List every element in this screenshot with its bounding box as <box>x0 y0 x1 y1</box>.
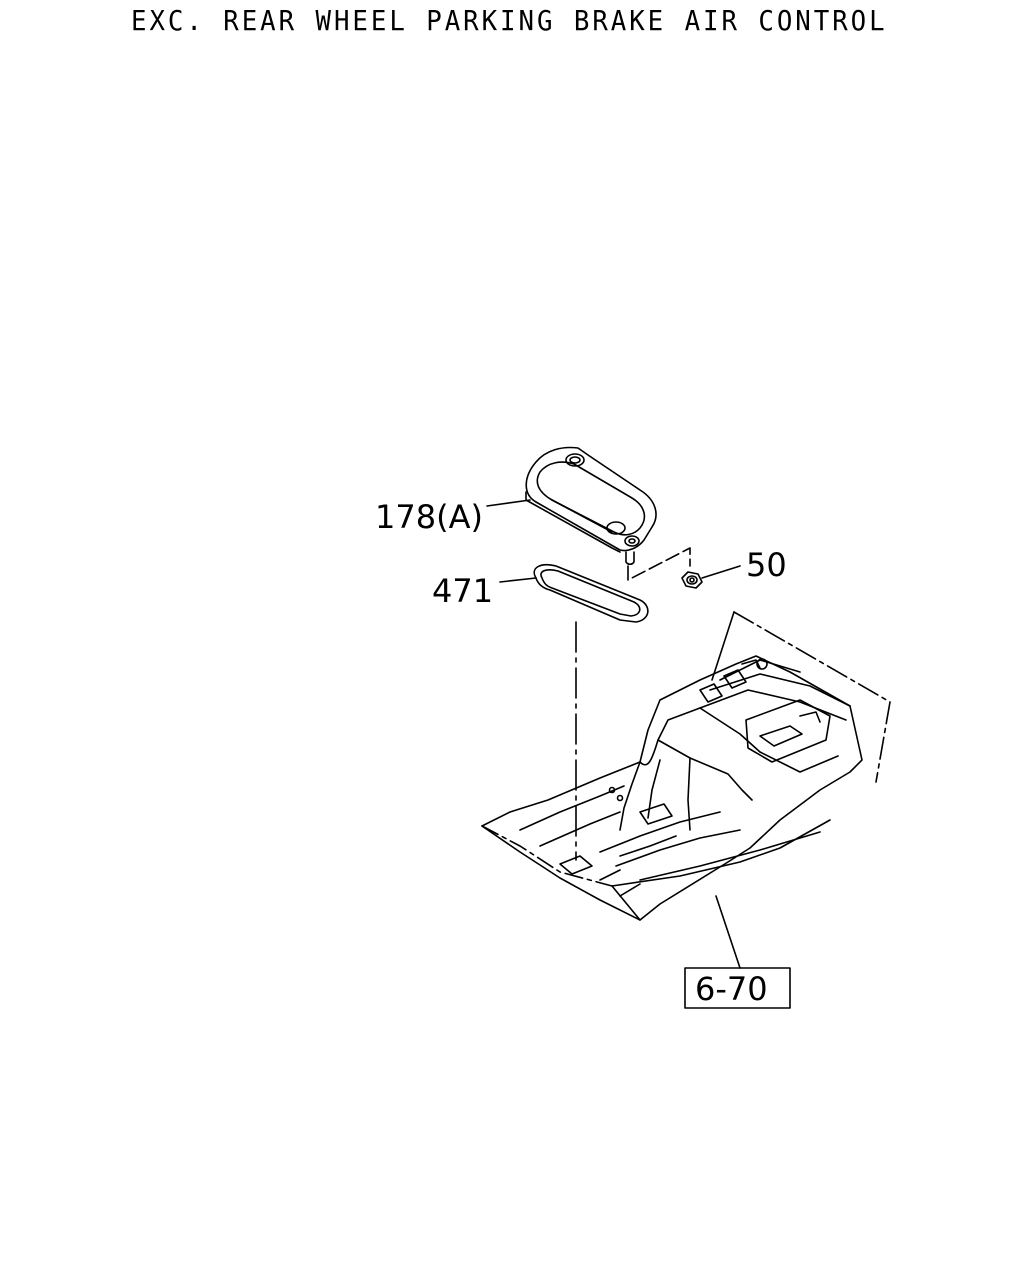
leader-471 <box>499 577 537 583</box>
nut-50 <box>681 571 703 589</box>
ref-box-6-70 <box>684 967 791 1009</box>
leader-50 <box>701 565 741 579</box>
gasket-471 <box>533 563 649 623</box>
stud-nut-link-line <box>627 547 691 581</box>
leader-6-70 <box>715 895 741 969</box>
callout-471: 471 <box>432 572 493 610</box>
floor-panel-6-70 <box>481 611 891 921</box>
leader-178a <box>486 499 531 507</box>
cover-plate-178a <box>525 446 657 566</box>
callout-50: 50 <box>746 546 787 584</box>
callout-178a: 178(A) <box>375 498 483 536</box>
callout-6-70: 6-70 <box>695 970 768 1008</box>
page-title: EXC. REAR WHEEL PARKING BRAKE AIR CONTRO… <box>131 4 888 37</box>
